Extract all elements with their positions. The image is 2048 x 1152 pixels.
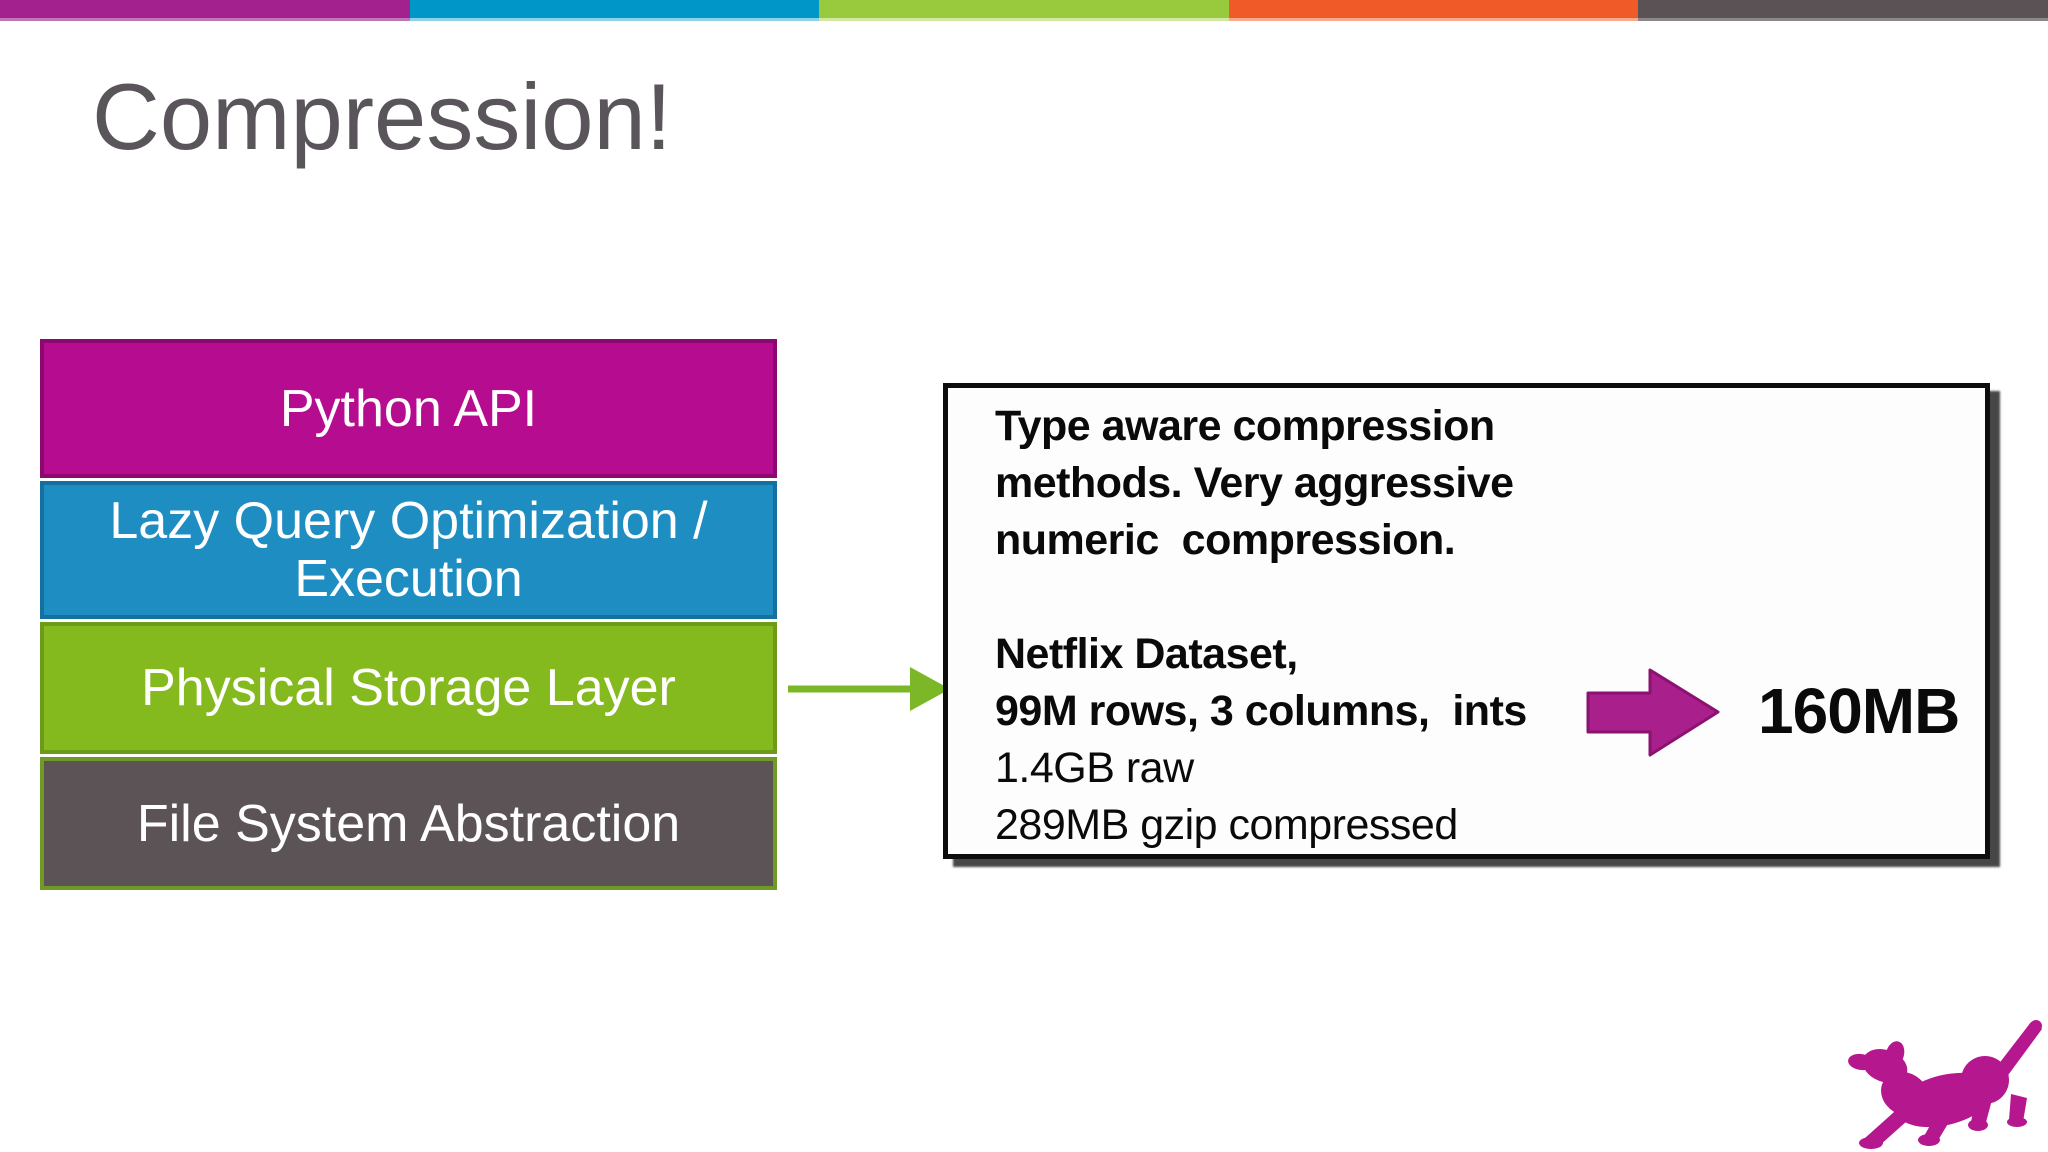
layer-lazy-query-line-2: Execution [294, 550, 523, 608]
accent-bar-segment-gray [1638, 0, 2048, 21]
accent-bar-segment-blue [409, 0, 820, 21]
accent-bar-segment-magenta [0, 0, 410, 21]
description-line: methods. Very aggressive [995, 459, 1514, 507]
description-line: Type aware compression [995, 402, 1495, 450]
dataset-line: 99M rows, 3 columns, ints [995, 687, 1527, 735]
result-arrow-icon [1586, 668, 1720, 757]
accent-bar [0, 0, 2048, 21]
description-line: numeric compression. [995, 516, 1456, 564]
dataset-line: 1.4GB raw [995, 744, 1194, 792]
result-value: 160MB [1758, 675, 1960, 747]
accent-bar-segment-orange [1228, 0, 1639, 21]
layer-lazy-query-line-1: Lazy Query Optimization / [109, 492, 708, 550]
layer-file-system-abstraction: File System Abstraction [40, 757, 777, 890]
accent-bar-segment-green [819, 0, 1229, 21]
layer-lazy-query-optimization: Lazy Query Optimization / Execution [40, 481, 777, 619]
connector-arrow-icon [788, 667, 950, 711]
dataset-line: Netflix Dataset, [995, 630, 1298, 678]
architecture-stack: Python API Lazy Query Optimization / Exe… [40, 339, 777, 890]
layer-file-system-label: File System Abstraction [136, 794, 681, 853]
dataset-line: 289MB gzip compressed [995, 801, 1458, 849]
layer-python-api-label: Python API [279, 379, 538, 438]
paragraph-spacer [995, 569, 1527, 626]
info-box-text: Type aware compression methods. Very agg… [995, 398, 1527, 854]
layer-physical-storage-label: Physical Storage Layer [141, 659, 676, 717]
layer-physical-storage: Physical Storage Layer [40, 622, 777, 754]
info-box: Type aware compression methods. Very agg… [943, 383, 1990, 859]
slide-title: Compression! [92, 64, 672, 169]
layer-python-api: Python API [40, 339, 777, 478]
dog-logo-icon [1848, 1020, 2042, 1149]
